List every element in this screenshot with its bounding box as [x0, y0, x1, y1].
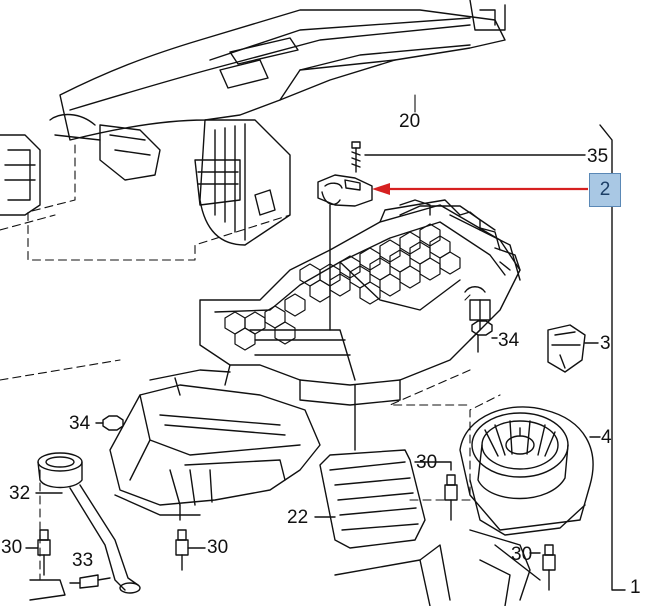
red-arrow: [372, 183, 588, 195]
honeycomb-grille: [224, 223, 461, 351]
nut-part-34-left: [95, 415, 124, 431]
fastener-part-30-c: [414, 461, 458, 521]
fastener-part-30-b: [175, 529, 206, 571]
callout-35: 35: [587, 146, 609, 167]
callout-1: 1: [630, 577, 641, 598]
fastener-part-30-a: [25, 529, 51, 576]
callout-30-b: 30: [207, 537, 229, 558]
callout-20: 20: [399, 111, 421, 132]
heater-box: [109, 369, 321, 521]
bracket-part-1: [599, 124, 626, 591]
callout-33: 33: [72, 550, 94, 571]
left-connector-part: [0, 134, 41, 216]
callout-34-right: 34: [498, 330, 520, 351]
drain-hose-part-32: [35, 452, 141, 594]
hvac-housing: [199, 199, 521, 406]
vent-flaps: [399, 199, 521, 271]
motor-part-3: [547, 324, 599, 373]
callout-3: 3: [600, 333, 611, 354]
callout-30-d: 30: [511, 544, 533, 565]
callout-4: 4: [601, 427, 612, 448]
screw-part-35: [351, 141, 586, 173]
screw-part-33: [69, 574, 111, 589]
callout-32: 32: [9, 483, 31, 504]
callout-34-left: 34: [69, 413, 91, 434]
actuator-part-2: [317, 174, 373, 331]
callout-30-c: 30: [416, 452, 438, 473]
callout-30-a: 30: [1, 537, 23, 558]
callout-2-highlighted: 2: [589, 173, 621, 207]
nut-part-34-right: [471, 320, 498, 353]
lower-brackets: [29, 529, 541, 606]
fastener-part-30-d: [529, 544, 556, 591]
flap-part-22: [314, 384, 426, 549]
blower-part-4: [459, 406, 601, 536]
callout-22: 22: [287, 507, 309, 528]
air-duct-part-20: [49, 0, 506, 246]
leader-lines: [299, 94, 416, 386]
